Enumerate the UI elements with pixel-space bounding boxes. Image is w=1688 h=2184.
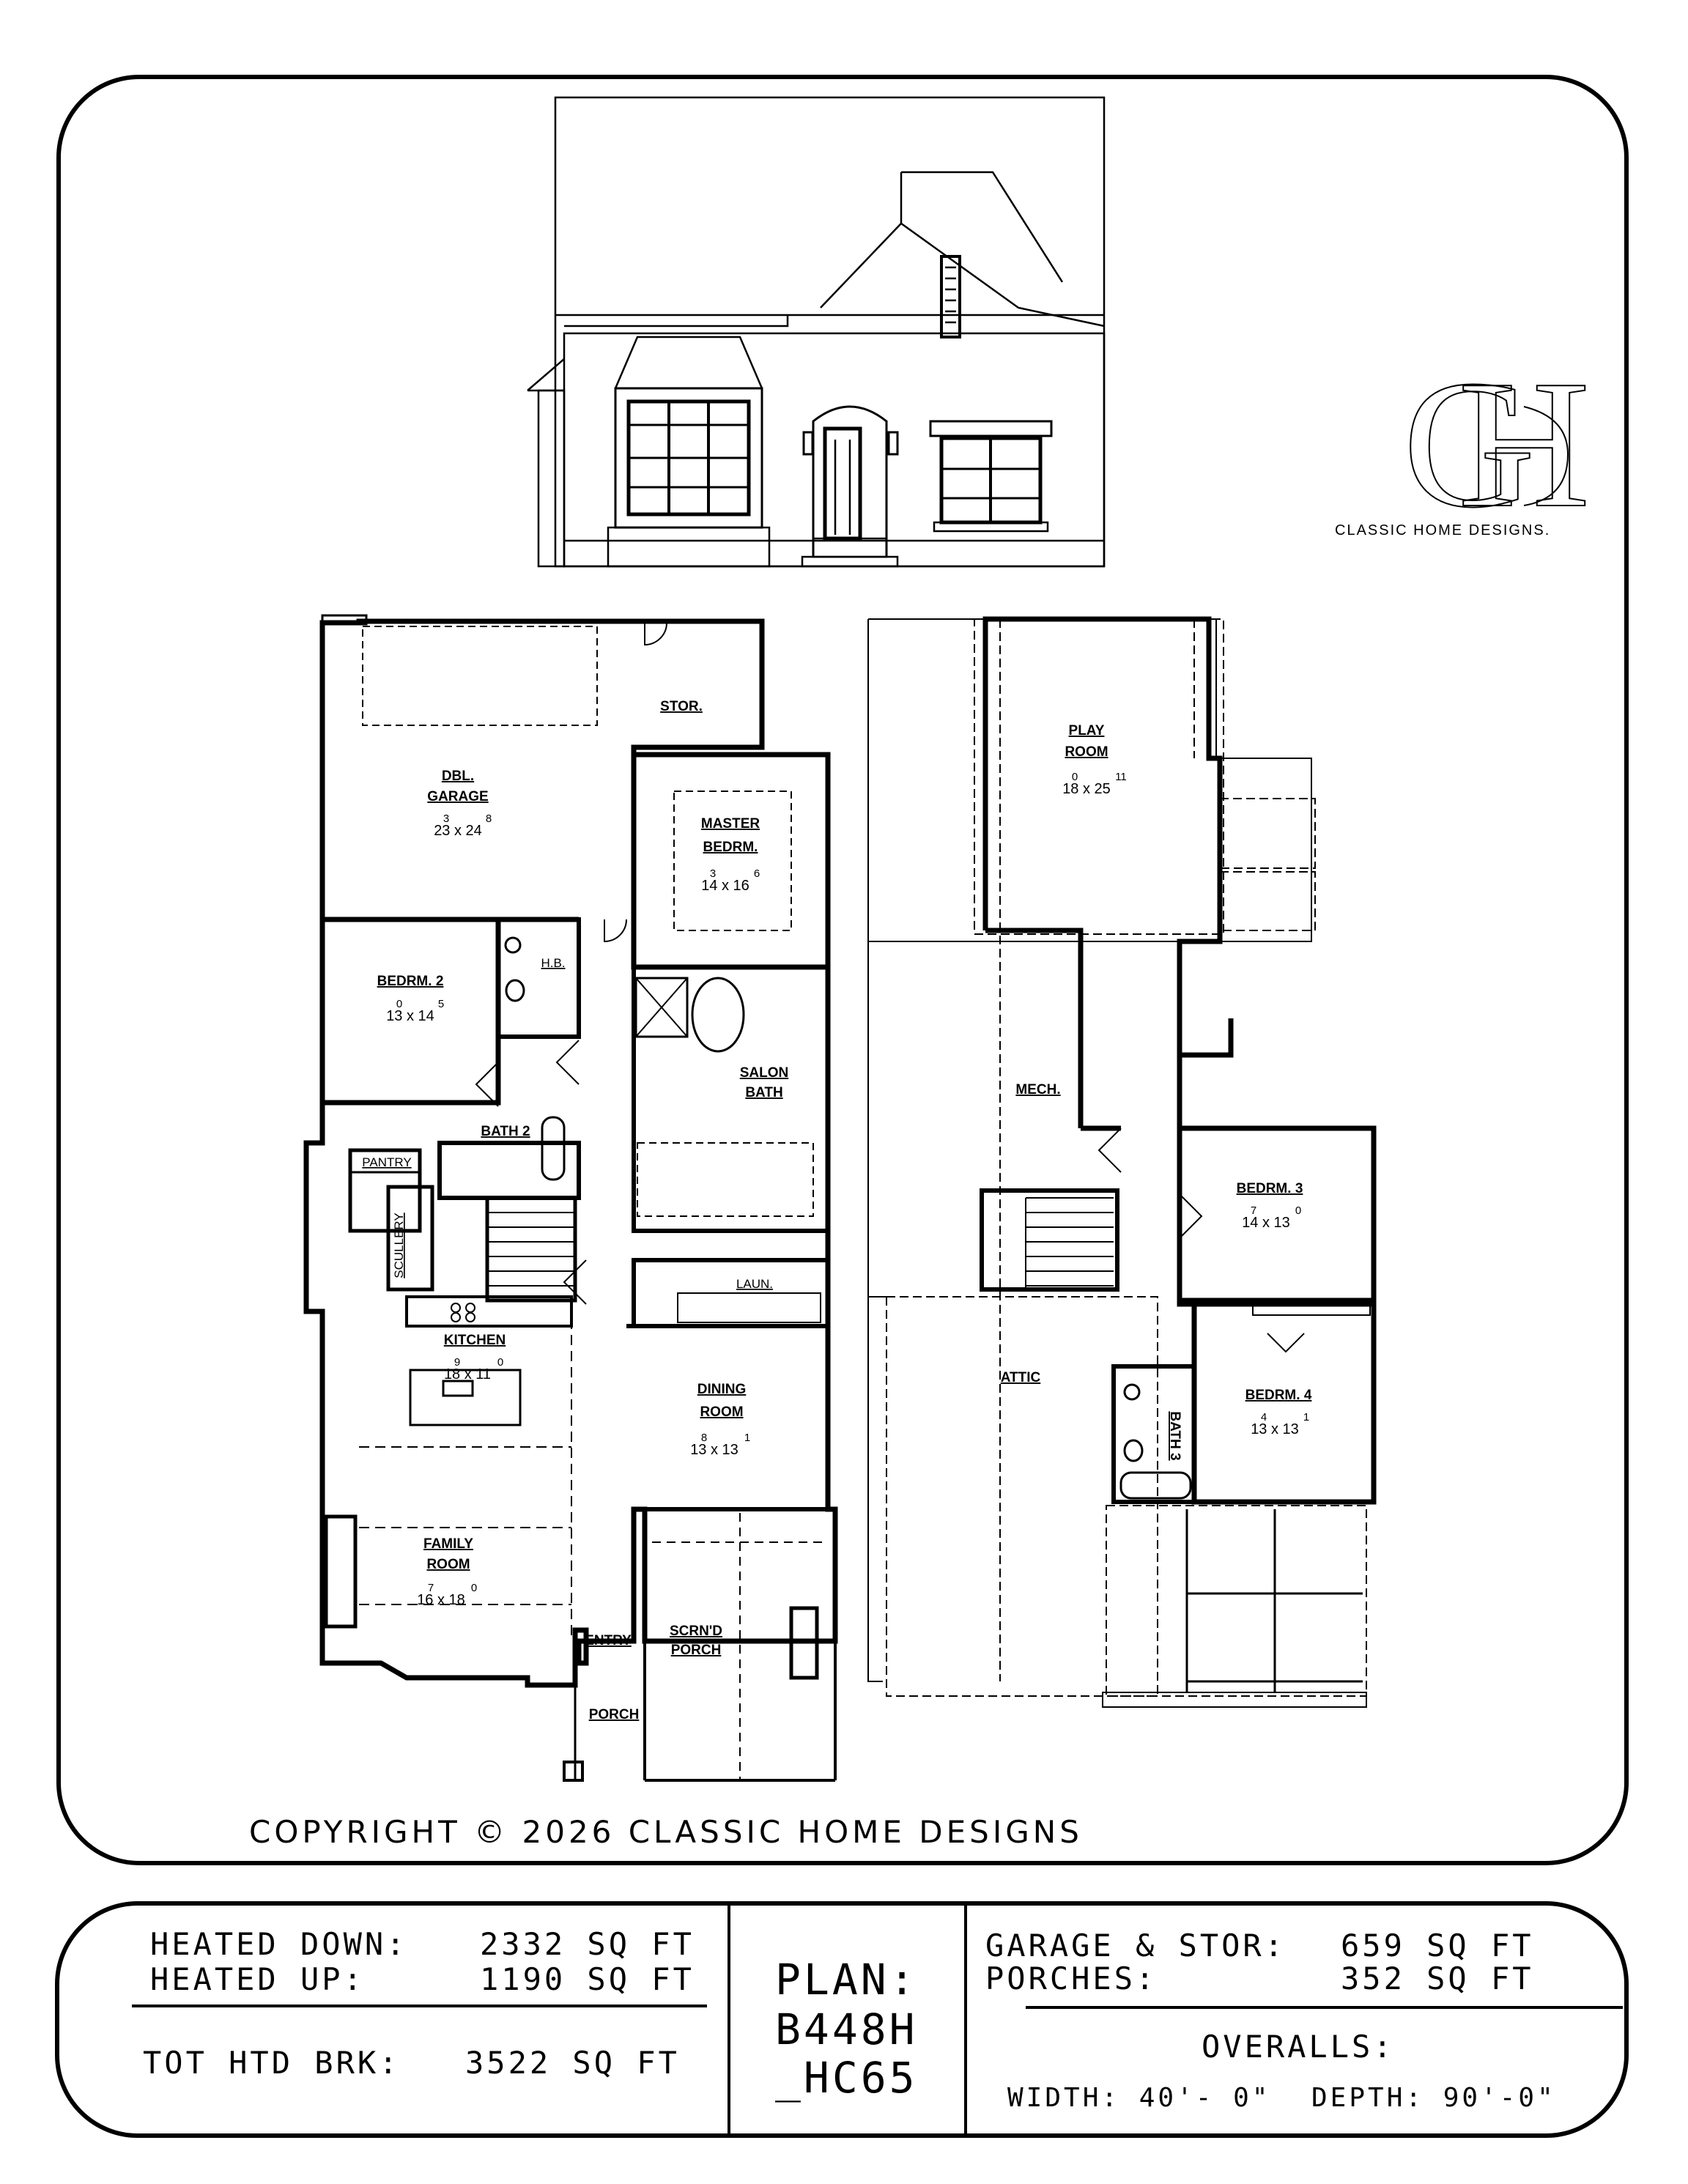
bedroom4-dim-sup-1: 4 (1261, 1411, 1267, 1424)
play-room-label-2: ROOM (1065, 744, 1108, 760)
sheet-border (56, 75, 1629, 1865)
brand-logo: G H CLASSIC HOME DESIGNS. (1335, 342, 1591, 547)
monogram-h: H (1458, 343, 1591, 546)
garage-dim-sup-1: 3 (443, 812, 449, 825)
bedroom2-label: BEDRM. 2 (377, 974, 444, 989)
bedroom3-dim-sup-1: 7 (1251, 1204, 1256, 1217)
plan-number: B448H (775, 2005, 918, 2054)
master-dim: 14 x 16 (701, 878, 749, 894)
kitchen-dim: 18 x 11 (444, 1366, 491, 1382)
porch-label: PORCH (589, 1707, 640, 1722)
entry-label: ENTRY (585, 1633, 632, 1648)
copyright-text: COPYRIGHT © 2026 CLASSIC HOME DESIGNS (249, 1814, 1083, 1850)
play-room-dim-sup-2: 11 (1115, 771, 1127, 783)
bedroom4-dim-sup-2: 1 (1303, 1411, 1309, 1424)
laundry-label: LAUN. (736, 1277, 773, 1291)
heated-down-label: HEATED DOWN: (150, 1926, 407, 1962)
width-label: WIDTH: 40'- 0" (1007, 2083, 1270, 2113)
bath3-label: BATH 3 (1167, 1411, 1182, 1460)
bedroom2-dim-sup-2: 5 (438, 998, 444, 1010)
porches-label: PORCHES: (985, 1961, 1157, 1996)
screened-porch-label-2: PORCH (671, 1643, 722, 1658)
master-label-2: BEDRM. (703, 840, 758, 855)
second-floor-plan (867, 616, 1377, 1708)
stats-text: HEATED DOWN: 2332 SQ FT HEATED UP: 1190 … (143, 1926, 1556, 2113)
garage-stor-value: 659 SQ FT (1341, 1928, 1534, 1963)
family-label: FAMILY (423, 1536, 473, 1552)
pantry-label: PANTRY (362, 1155, 411, 1169)
kitchen-label: KITCHEN (444, 1333, 506, 1348)
first-floor-labels: STOR. DBL. GARAGE 23 x 24 3 8 MASTER BED… (362, 699, 788, 1722)
plan-label: PLAN: (775, 1955, 918, 2005)
bedroom3-dim-sup-2: 0 (1295, 1204, 1301, 1217)
mech-label: MECH. (1015, 1082, 1060, 1097)
heated-down-value: 2332 SQ FT (480, 1926, 695, 1962)
garage-dim-sup-2: 8 (486, 812, 492, 825)
storage-label: STOR. (660, 699, 703, 714)
family-dim: 16 x 18 (417, 1592, 465, 1608)
attic-label: ATTIC (1001, 1370, 1041, 1385)
family-dim-sup-1: 7 (428, 1582, 434, 1594)
dining-label: DINING (697, 1382, 747, 1397)
salon-bath-label: SALON (740, 1065, 789, 1081)
dining-label-2: ROOM (700, 1404, 743, 1420)
bedroom3-label: BEDRM. 3 (1237, 1181, 1303, 1196)
dining-dim-sup-1: 8 (701, 1432, 707, 1444)
monogram-g: G (1403, 343, 1536, 546)
family-dim-sup-2: 0 (471, 1582, 477, 1594)
half-bath-label: H.B. (541, 956, 565, 970)
heated-up-label: HEATED UP: (150, 1961, 365, 1997)
master-label: MASTER (701, 816, 760, 832)
brand-name: CLASSIC HOME DESIGNS. (1335, 522, 1550, 538)
dining-dim: 13 x 13 (690, 1442, 738, 1458)
bedroom4-label: BEDRM. 4 (1245, 1388, 1312, 1403)
porches-value: 352 SQ FT (1341, 1961, 1534, 1996)
storage-dash (362, 626, 598, 726)
play-room-dim: 18 x 25 (1062, 781, 1111, 797)
bath2-label: BATH 2 (481, 1124, 530, 1139)
salon-bath-label-2: BATH (745, 1085, 782, 1100)
dining-dim-sup-2: 1 (744, 1432, 750, 1444)
bedroom3-dim: 14 x 13 (1242, 1215, 1290, 1231)
bedroom2-dim: 13 x 14 (386, 1008, 434, 1024)
bedroom2-dim-sup-1: 0 (396, 998, 402, 1010)
garage-dim: 23 x 24 (434, 823, 482, 839)
second-floor-labels: PLAY ROOM 18 x 25 0 11 MECH. ATTIC BEDRM… (1001, 723, 1312, 1461)
kitchen-dim-sup-1: 9 (454, 1356, 460, 1369)
front-elevation (527, 96, 1106, 568)
screened-porch-label: SCRN'D (670, 1624, 722, 1639)
garage-label-2: GARAGE (427, 789, 488, 804)
bedroom4-dim: 13 x 13 (1251, 1421, 1299, 1437)
total-value: 3522 SQ FT (465, 2045, 680, 2081)
family-label-2: ROOM (426, 1557, 470, 1572)
stats-box (55, 1901, 1629, 2138)
overalls-label: OVERALLS: (1202, 2029, 1395, 2065)
first-floor-plan (303, 614, 838, 1782)
garage-stor-label: GARAGE & STOR: (985, 1928, 1286, 1963)
kitchen-dim-sup-2: 0 (497, 1356, 503, 1369)
master-dim-sup-2: 6 (754, 867, 760, 880)
play-room-dim-sup-1: 0 (1072, 771, 1078, 783)
scullery-label: SCULLERY (392, 1213, 406, 1278)
plan-suffix: _HC65 (775, 2053, 918, 2103)
total-label: TOT HTD BRK: (143, 2045, 400, 2081)
depth-label: DEPTH: 90'-0" (1311, 2083, 1556, 2113)
master-dim-sup-1: 3 (710, 867, 716, 880)
heated-up-value: 1190 SQ FT (480, 1961, 695, 1997)
garage-label: DBL. (442, 769, 474, 784)
play-room-label: PLAY (1069, 723, 1105, 739)
